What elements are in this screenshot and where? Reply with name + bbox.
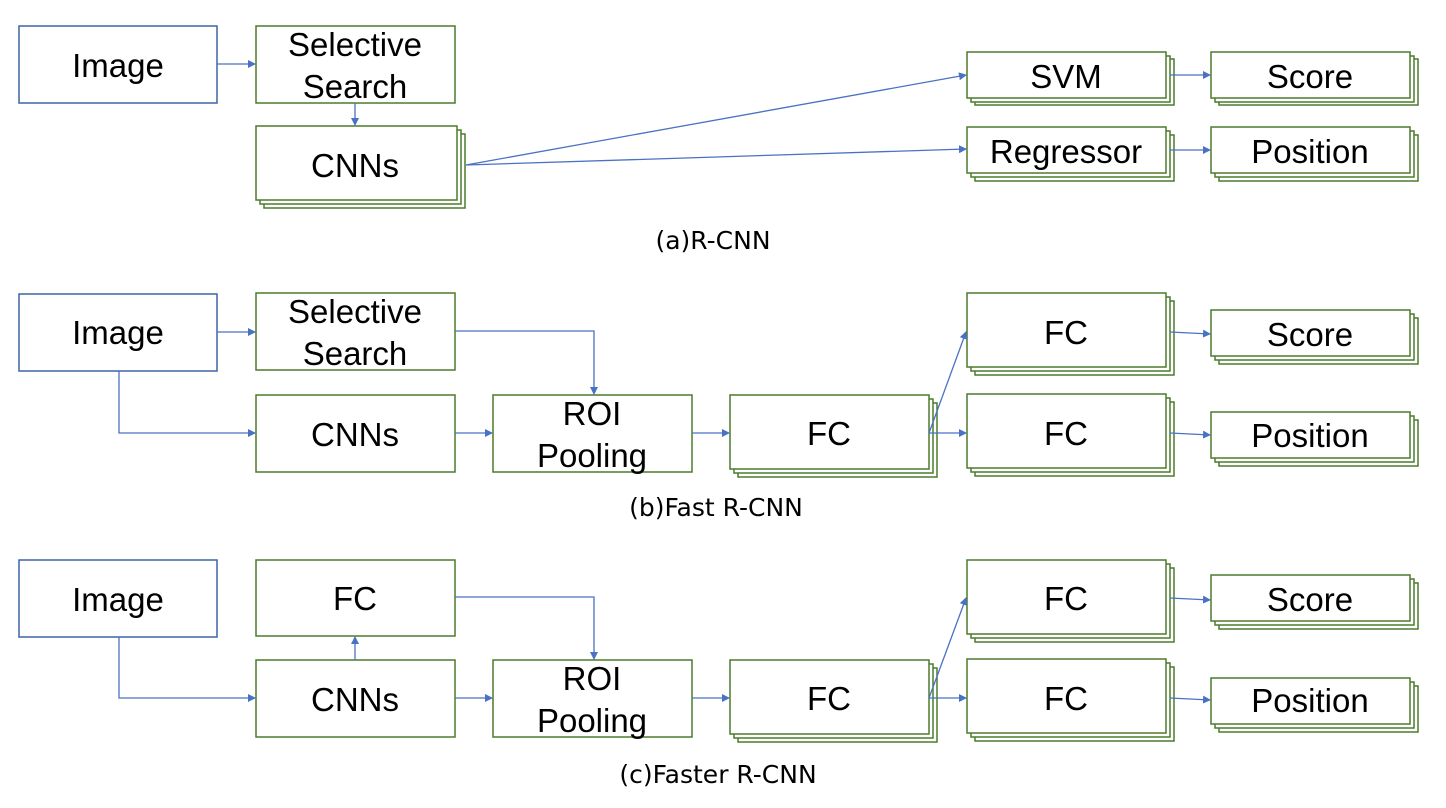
caption-rcnn: (a)R-CNN — [655, 226, 770, 255]
position-label: Position — [1251, 417, 1368, 454]
fc-proposal-box: FC — [255, 559, 456, 637]
fc-main-label: FC — [807, 680, 851, 717]
image-box: Image — [18, 559, 218, 638]
fc-bottom-label: FC — [1044, 415, 1088, 452]
roi-pooling-box: ROI Pooling — [492, 659, 693, 739]
fc-top-label: FC — [1044, 314, 1088, 351]
diagram-rcnn: Image Selective Search CNNs SVM Regresso… — [18, 25, 1419, 255]
score-box-stack: Score — [1210, 574, 1419, 630]
fc-top-box-stack: FC — [966, 559, 1175, 643]
fc-bottom-box-stack: FC — [966, 658, 1175, 742]
fc-top-box-stack: FC — [966, 292, 1175, 376]
cnns-box: CNNs — [255, 394, 456, 473]
cnns-label: CNNs — [311, 147, 399, 184]
regressor-label: Regressor — [990, 133, 1142, 170]
selective-search-box: Selective Search — [255, 25, 456, 105]
roi-pooling-label-line2: Pooling — [537, 437, 647, 474]
selective-search-label-line2: Search — [303, 68, 408, 105]
arrows-faster-rcnn — [118, 595, 1211, 704]
svm-label: SVM — [1030, 58, 1102, 95]
fc-main-label: FC — [807, 415, 851, 452]
roi-pooling-label-line1: ROI — [563, 660, 622, 697]
roi-pooling-box: ROI Pooling — [492, 394, 693, 474]
caption-faster-rcnn: (c)Faster R-CNN — [619, 760, 816, 789]
image-label: Image — [72, 314, 164, 351]
cnns-label: CNNs — [311, 416, 399, 453]
fc-proposal-label: FC — [333, 580, 377, 617]
svm-box-stack: SVM — [966, 51, 1175, 106]
score-label: Score — [1267, 581, 1353, 618]
position-box-stack: Position — [1210, 677, 1419, 733]
fc-main-box-stack: FC — [729, 394, 938, 478]
score-label: Score — [1267, 58, 1353, 95]
selective-search-label-line2: Search — [303, 335, 408, 372]
selective-search-label-line1: Selective — [288, 26, 422, 63]
position-label: Position — [1251, 682, 1368, 719]
cnns-box: CNNs — [255, 659, 456, 738]
fc-bottom-box-stack: FC — [966, 393, 1175, 477]
arrows-rcnn — [217, 60, 1211, 166]
score-box-stack: Score — [1210, 309, 1419, 365]
arrows-fast-rcnn — [118, 328, 1211, 439]
selective-search-label-line1: Selective — [288, 293, 422, 330]
image-box: Image — [18, 293, 218, 372]
position-box-stack: Position — [1210, 411, 1419, 467]
cnns-box-stack: CNNs — [255, 125, 466, 209]
roi-pooling-label-line1: ROI — [563, 395, 622, 432]
fc-main-box-stack: FC — [729, 659, 938, 743]
position-label: Position — [1251, 133, 1368, 170]
fc-top-label: FC — [1044, 580, 1088, 617]
regressor-box-stack: Regressor — [966, 126, 1175, 182]
selective-search-box: Selective Search — [255, 292, 456, 372]
image-box: Image — [18, 25, 218, 104]
roi-pooling-label-line2: Pooling — [537, 702, 647, 739]
cnns-label: CNNs — [311, 681, 399, 718]
image-label: Image — [72, 581, 164, 618]
score-label: Score — [1267, 316, 1353, 353]
image-label: Image — [72, 47, 164, 84]
caption-fast-rcnn: (b)Fast R-CNN — [629, 493, 803, 522]
diagram-fast-rcnn: Image Selective Search CNNs ROI Pooling … — [18, 292, 1419, 522]
fc-bottom-label: FC — [1044, 680, 1088, 717]
position-box-stack: Position — [1210, 126, 1419, 182]
diagram-faster-rcnn: Image FC CNNs ROI Pooling FC FC — [18, 559, 1419, 789]
score-box-stack: Score — [1210, 51, 1419, 106]
